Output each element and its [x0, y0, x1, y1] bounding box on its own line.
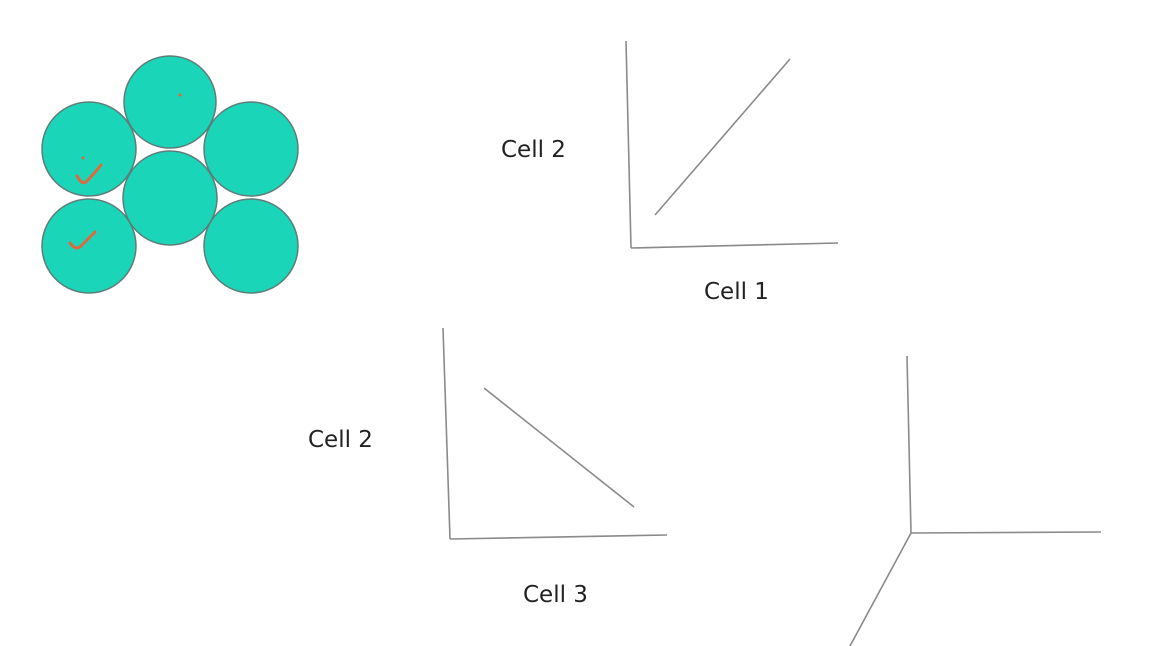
graph-bottom-diagonal-line — [483, 387, 635, 508]
graph-top-diagonal-line — [654, 58, 791, 216]
graph-bottom — [442, 327, 668, 540]
junction — [849, 355, 1102, 646]
check-marks — [68, 93, 182, 250]
cell-top-center — [123, 55, 217, 149]
graph-top-y-label: Cell 2 — [501, 137, 566, 163]
graph-bottom-x-label: Cell 3 — [523, 582, 588, 608]
cell-upper-left — [41, 101, 137, 197]
graph-top-x-label: Cell 1 — [704, 279, 769, 305]
dot-mark-left — [81, 156, 85, 160]
junction-branch-up — [906, 355, 912, 534]
cell-upper-right — [203, 101, 299, 197]
junction-branch-right — [910, 531, 1102, 534]
graph-top-x-axis — [630, 242, 839, 249]
cell-cluster — [41, 55, 299, 294]
graph-top — [625, 40, 839, 249]
dot-mark-top — [178, 93, 182, 97]
check-mark-lower-left-cell — [68, 230, 97, 250]
cell-center — [122, 150, 218, 246]
junction-branch-down-left — [849, 532, 912, 646]
graph-top-y-axis — [625, 40, 632, 249]
check-mark-upper-left-cell — [75, 163, 103, 185]
graph-bottom-x-axis — [449, 534, 668, 540]
graph-bottom-y-label: Cell 2 — [308, 427, 373, 453]
graph-bottom-y-axis — [442, 327, 451, 540]
cell-lower-right — [203, 198, 299, 294]
cell-lower-left — [41, 198, 137, 294]
